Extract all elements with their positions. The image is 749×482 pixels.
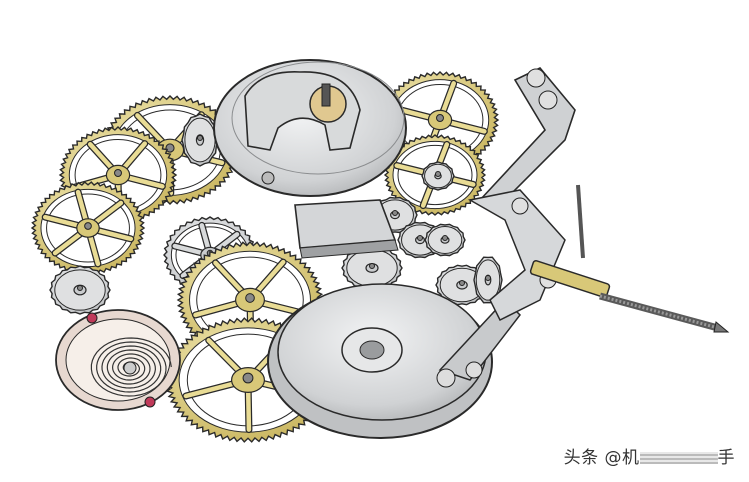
sliding-pinion bbox=[473, 256, 503, 304]
small-pinion-right bbox=[421, 161, 455, 191]
mini-gear-3 bbox=[424, 223, 466, 257]
escape-wheel bbox=[49, 265, 111, 315]
barrel-lid bbox=[213, 59, 407, 197]
pinion-top bbox=[181, 113, 219, 167]
center-bridge bbox=[294, 199, 399, 259]
winding-bridge bbox=[467, 67, 576, 322]
winding-stem bbox=[529, 184, 730, 333]
watermark: 头条 @机 手 bbox=[564, 443, 735, 468]
gear-train bbox=[30, 71, 503, 443]
lower-barrel-disk bbox=[267, 283, 521, 439]
watermark-prefix: 头条 @机 bbox=[563, 448, 640, 468]
hairspring-line bbox=[90, 337, 172, 397]
watermark-redaction bbox=[639, 452, 718, 464]
balance-assembly bbox=[55, 309, 181, 411]
watermark-suffix: 手 bbox=[717, 448, 735, 468]
balance-staff bbox=[123, 361, 137, 375]
hairspring-coil bbox=[90, 337, 172, 397]
fourth-wheel bbox=[30, 181, 146, 275]
